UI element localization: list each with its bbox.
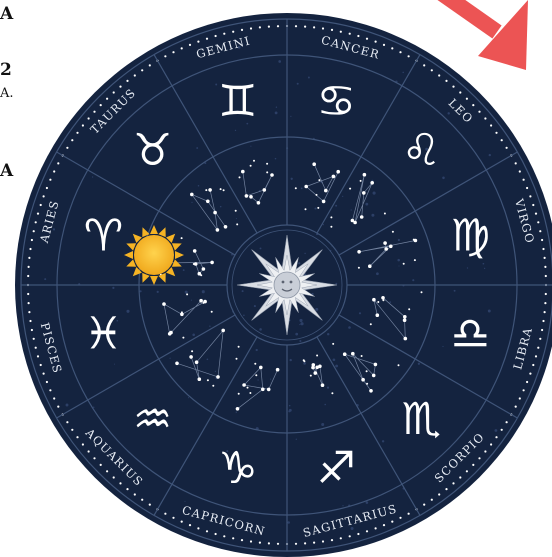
sign-glyph-aquarius-icon: ♒ bbox=[133, 394, 172, 445]
sign-glyph-virgo-icon: ♍ bbox=[451, 210, 490, 261]
sign-glyph-taurus-icon: ♉ bbox=[133, 125, 172, 176]
sign-glyph-pisces-icon: ♓ bbox=[84, 309, 123, 360]
arrow-icon bbox=[440, 0, 528, 70]
sign-glyph-cancer-icon: ♋ bbox=[316, 76, 355, 127]
star-burst-icon bbox=[237, 235, 337, 335]
sign-glyph-capricorn-icon: ♑ bbox=[218, 443, 257, 494]
sign-glyph-gemini-icon: ♊ bbox=[218, 76, 257, 127]
sign-glyph-aries-icon: ♈ bbox=[84, 210, 123, 261]
sign-glyph-leo-icon: ♌ bbox=[402, 125, 441, 176]
sign-glyph-libra-icon: ♎ bbox=[451, 309, 490, 360]
sun-icon bbox=[124, 225, 184, 285]
sign-glyph-sagittarius-icon: ♐ bbox=[316, 443, 355, 494]
sign-glyph-scorpio-icon: ♏ bbox=[402, 394, 441, 445]
